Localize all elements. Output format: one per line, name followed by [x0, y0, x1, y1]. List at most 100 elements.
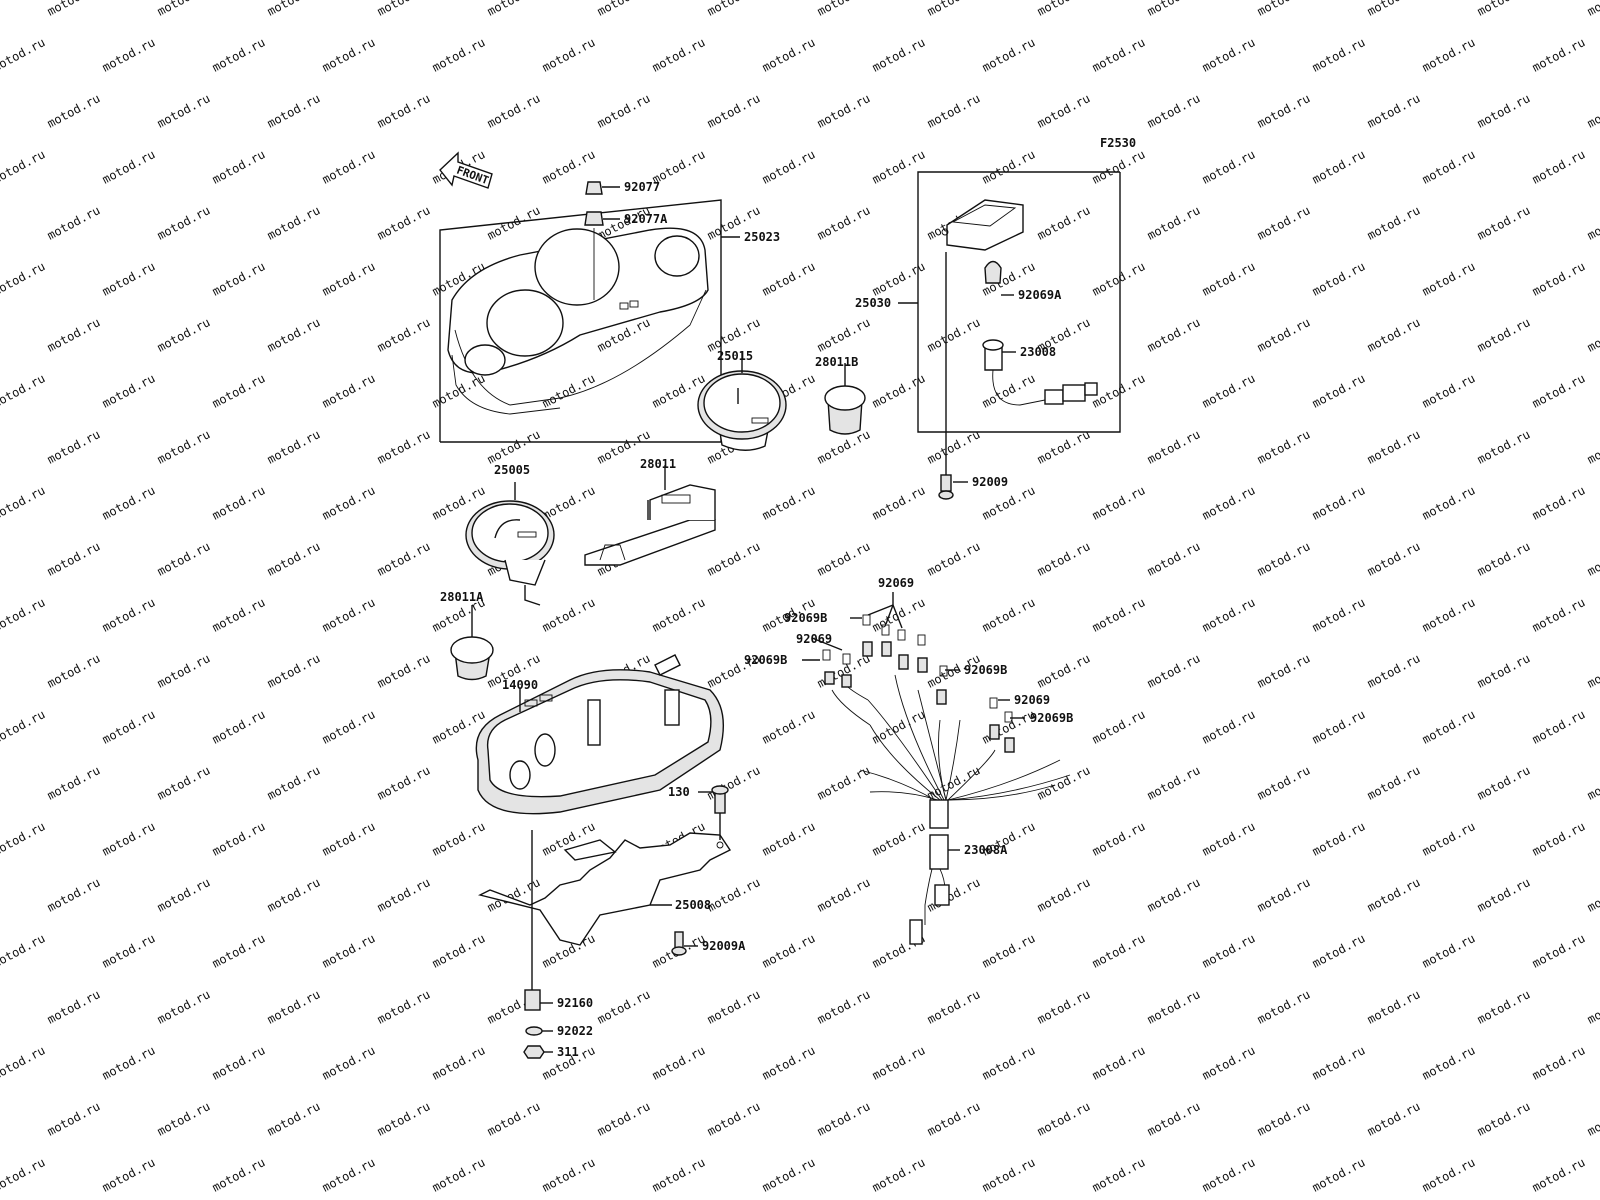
- watermark-text: motod.ru: [650, 1043, 708, 1082]
- watermark-text: motod.ru: [375, 1099, 433, 1138]
- watermark-text: motod.ru: [980, 595, 1038, 634]
- watermark-text: motod.ru: [375, 651, 433, 690]
- watermark-text: motod.ru: [375, 539, 433, 578]
- watermark-text: motod.ru: [1420, 147, 1478, 186]
- watermark-text: motod.ru: [1035, 539, 1093, 578]
- meter-case-icon: [475, 654, 725, 815]
- watermark-text: motod.ru: [1255, 1099, 1313, 1138]
- watermark-text: motod.ru: [1585, 427, 1600, 466]
- watermark-text: motod.ru: [540, 1155, 598, 1194]
- part-label: 92077A: [624, 212, 668, 226]
- watermark-text: motod.ru: [45, 987, 103, 1026]
- watermark-text: motod.ru: [760, 147, 818, 186]
- watermark-text: motod.ru: [1145, 91, 1203, 130]
- watermark-text: motod.ru: [705, 763, 763, 802]
- watermark-text: motod.ru: [540, 371, 598, 410]
- watermark-text: motod.ru: [1200, 595, 1258, 634]
- watermark-text: motod.ru: [485, 0, 543, 19]
- watermark-text: motod.ru: [1310, 147, 1368, 186]
- part-label: 92069B: [784, 611, 827, 625]
- watermark-text: motod.ru: [1200, 483, 1258, 522]
- watermark-text: motod.ru: [1475, 91, 1533, 130]
- watermark-text: motod.ru: [1310, 259, 1368, 298]
- watermark-text: motod.ru: [870, 1043, 928, 1082]
- part-label: 92009: [972, 475, 1008, 489]
- watermark-text: motod.ru: [925, 1099, 983, 1138]
- watermark-text: motod.ru: [1530, 1043, 1588, 1082]
- watermark-text: motod.ru: [1255, 427, 1313, 466]
- watermark-text: motod.ru: [430, 35, 488, 74]
- watermark-text: motod.ru: [45, 539, 103, 578]
- watermark-text: motod.ru: [705, 539, 763, 578]
- watermark-text: motod.ru: [320, 595, 378, 634]
- watermark-text: motod.ru: [320, 1043, 378, 1082]
- watermark-text: motod.ru: [320, 819, 378, 858]
- watermark-text: motod.ru: [1420, 371, 1478, 410]
- watermark-text: motod.ru: [45, 427, 103, 466]
- watermark-text: motod.ru: [1585, 987, 1600, 1026]
- watermark-text: motod.ru: [1200, 371, 1258, 410]
- watermark-text: motod.ru: [375, 987, 433, 1026]
- watermark-text: motod.ru: [375, 427, 433, 466]
- part-label: 28011: [640, 457, 676, 471]
- watermark-text: motod.ru: [45, 763, 103, 802]
- watermark-text: motod.ru: [980, 147, 1038, 186]
- watermark-text: motod.ru: [1200, 819, 1258, 858]
- watermark-text: motod.ru: [100, 259, 158, 298]
- watermark-text: motod.ru: [870, 259, 928, 298]
- watermark-text: motod.ru: [1255, 763, 1313, 802]
- watermark-text: motod.ru: [1145, 203, 1203, 242]
- diagram-code: F2530: [1100, 136, 1136, 150]
- circuit-board-icon: [584, 465, 716, 566]
- watermark-text: motod.ru: [0, 1155, 47, 1194]
- watermark-text: motod.ru: [870, 1155, 928, 1194]
- watermark-text: motod.ru: [925, 315, 983, 354]
- watermark-text: motod.ru: [1090, 371, 1148, 410]
- watermark-text: motod.ru: [1530, 1155, 1588, 1194]
- watermark-text: motod.ru: [1585, 875, 1600, 914]
- watermark-text: motod.ru: [760, 819, 818, 858]
- watermark-text: motod.ru: [375, 0, 433, 19]
- watermark-text: motod.ru: [1090, 35, 1148, 74]
- watermark-text: motod.ru: [980, 35, 1038, 74]
- watermark-text: motod.ru: [1310, 819, 1368, 858]
- watermark-text: motod.ru: [1365, 987, 1423, 1026]
- watermark-text: motod.ru: [1420, 819, 1478, 858]
- watermark-text: motod.ru: [1090, 1043, 1148, 1082]
- watermark-text: motod.ru: [1475, 315, 1533, 354]
- watermark-text: motod.ru: [45, 875, 103, 914]
- watermark-text: motod.ru: [1035, 427, 1093, 466]
- watermark-text: motod.ru: [155, 875, 213, 914]
- watermark-text: motod.ru: [1475, 763, 1533, 802]
- watermark-text: motod.ru: [870, 707, 928, 746]
- part-label: 311: [557, 1045, 579, 1059]
- watermark-text: motod.ru: [100, 371, 158, 410]
- watermark-text: motod.ru: [210, 1155, 268, 1194]
- watermark-text: motod.ru: [1530, 147, 1588, 186]
- watermark-text: motod.ru: [1365, 875, 1423, 914]
- watermark-text: motod.ru: [0, 483, 47, 522]
- watermark-text: motod.ru: [265, 203, 323, 242]
- meter-cover-icon: [439, 199, 722, 443]
- indicator-unit-icon: [898, 171, 1121, 475]
- watermark-text: motod.ru: [925, 91, 983, 130]
- watermark-text: motod.ru: [1310, 595, 1368, 634]
- watermark-text: motod.ru: [210, 1043, 268, 1082]
- watermark-text: motod.ru: [265, 427, 323, 466]
- watermark-text: motod.ru: [1420, 483, 1478, 522]
- watermark-text: motod.ru: [1090, 147, 1148, 186]
- wire-harness-icon: [802, 592, 1071, 945]
- watermark-text: motod.ru: [1035, 1099, 1093, 1138]
- watermark-text: motod.ru: [1475, 427, 1533, 466]
- watermark-text: motod.ru: [815, 91, 873, 130]
- watermark-text: motod.ru: [210, 35, 268, 74]
- watermark-text: motod.ru: [815, 875, 873, 914]
- part-label: 25008: [675, 898, 711, 912]
- watermark-text: motod.ru: [760, 1043, 818, 1082]
- part-label: 92022: [557, 1024, 593, 1038]
- watermark-text: motod.ru: [485, 427, 543, 466]
- watermark-text: motod.ru: [100, 819, 158, 858]
- watermark-text: motod.ru: [1200, 1043, 1258, 1082]
- speedometer-icon: [465, 482, 555, 606]
